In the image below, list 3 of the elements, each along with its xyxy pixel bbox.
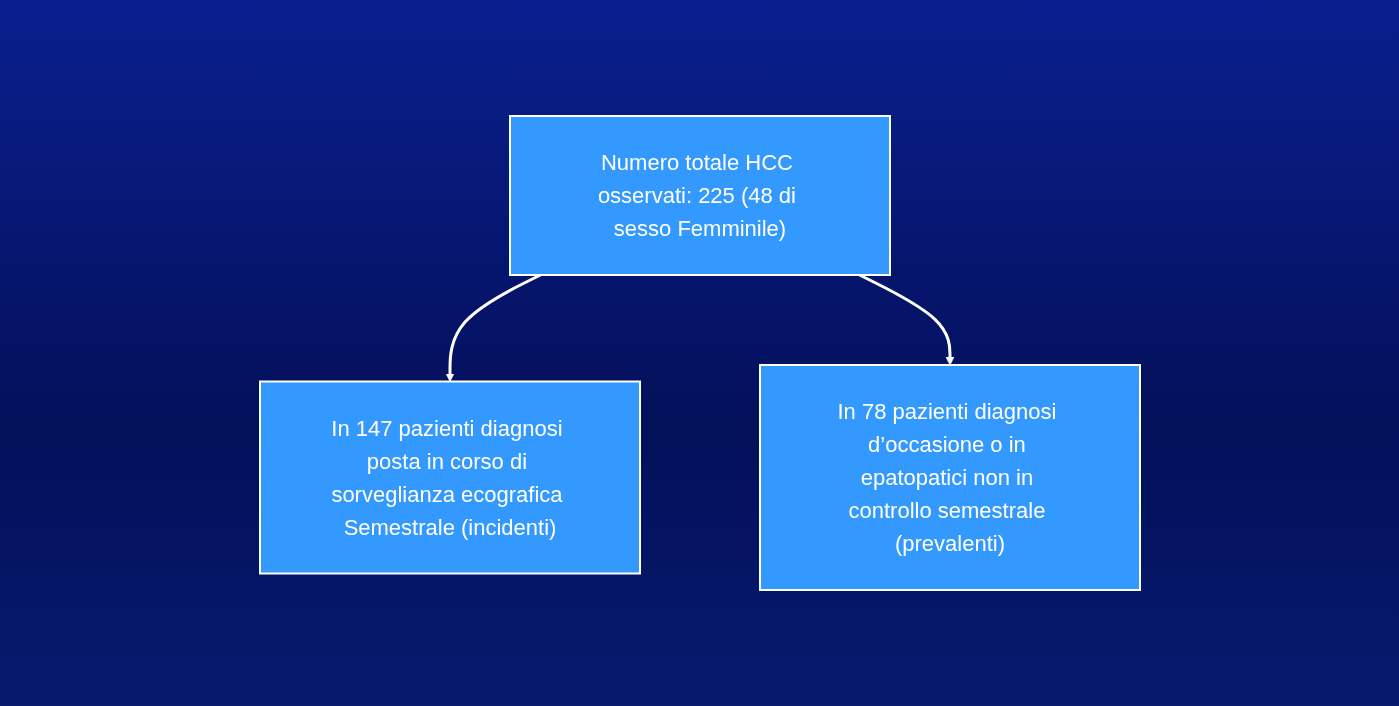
node-box: In 147 pazienti diagnosi posta in corso di sorveglianza ecografica Semestrale (incidenti) xyxy=(258,380,641,575)
node-box: Numero totale HCC osservati: 225 (48 di sesso Femminile) xyxy=(508,115,891,276)
node-box: In 78 pazienti diagnosi d’occasione o in epatopatici non in controllo semestrale (prevalenti) xyxy=(758,364,1141,591)
